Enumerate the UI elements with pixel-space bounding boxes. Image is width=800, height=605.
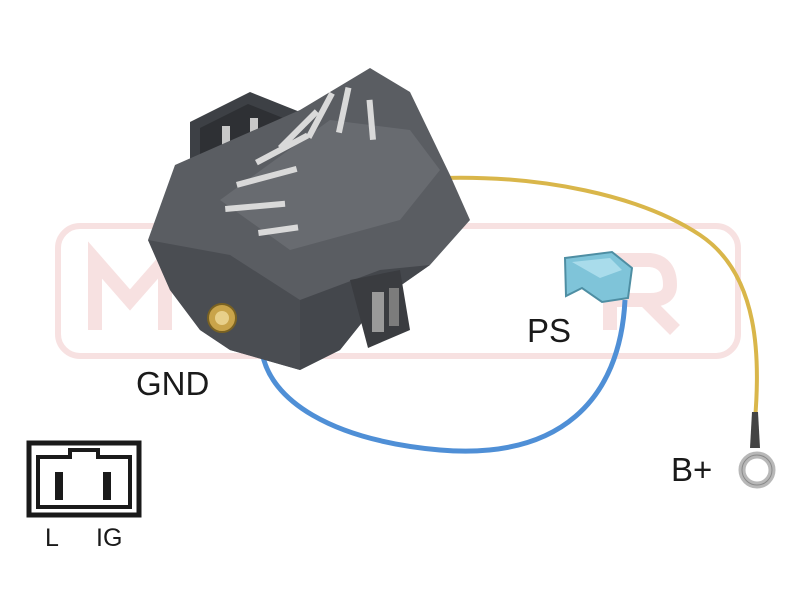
ps-label: PS xyxy=(527,312,572,349)
connector-diagram xyxy=(26,440,142,518)
pin-ig-label: IG xyxy=(96,524,123,552)
yellow-wire xyxy=(439,175,759,421)
b-plus-label: B+ xyxy=(671,451,713,488)
ring-terminal-icon xyxy=(738,412,776,489)
ps-terminal-icon xyxy=(563,250,634,304)
blue-wire xyxy=(259,299,628,454)
pin-ig-icon xyxy=(103,472,111,500)
pin-l-icon xyxy=(55,472,63,500)
pin-l-label: L xyxy=(45,524,59,552)
gnd-label: GND xyxy=(136,365,210,402)
heat-fins xyxy=(225,87,376,236)
regulator-housing xyxy=(148,68,470,370)
